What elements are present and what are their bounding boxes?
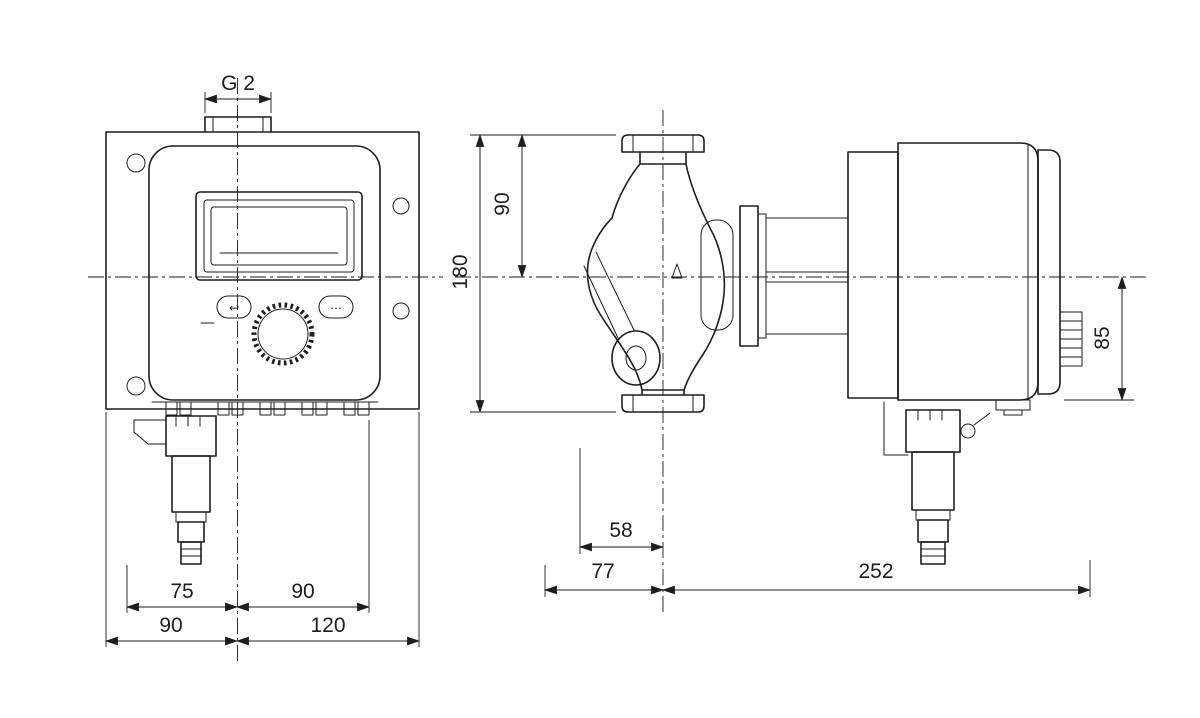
motor-foot [1003, 409, 1023, 416]
vent-screw [960, 423, 976, 439]
drain-boss [611, 330, 661, 386]
dim-label-75: 75 [170, 580, 193, 603]
flow-direction-arrow [671, 263, 683, 279]
mounting-hole [392, 197, 410, 215]
menu-button: ⋯ [318, 295, 354, 319]
back-plate [105, 131, 420, 410]
plug-thread [180, 541, 202, 565]
control-knob [251, 302, 315, 366]
pipe-port-top [204, 116, 272, 133]
motor-foot [995, 399, 1031, 411]
pipe-flange-bottom [621, 389, 705, 413]
dim-label-90-outer: 90 [159, 614, 182, 637]
dim-label-g2: G 2 [221, 72, 255, 95]
dim-label-58: 58 [609, 519, 632, 542]
dim-label-90-inner: 90 [291, 580, 314, 603]
terminal-block [273, 401, 286, 416]
plug-bracket [133, 419, 167, 445]
dim-label-252: 252 [858, 560, 893, 583]
terminal-block [343, 401, 356, 416]
motor-housing [847, 142, 1083, 416]
pipe-flange-top [621, 134, 705, 165]
terminal-block [179, 401, 192, 416]
drain-port [625, 345, 647, 371]
knob-serration [251, 302, 315, 366]
dim-label-90-side: 90 [491, 192, 514, 215]
power-plug-side [883, 401, 991, 565]
dimension-annotations-side: 180 90 85 58 77 252 [449, 133, 1134, 597]
back-button: ↩ [216, 295, 252, 319]
power-plug-front [133, 415, 217, 565]
motor-end-cap [1037, 149, 1061, 395]
terminal-block [231, 401, 244, 416]
front-view: ↩ ⋯ [88, 78, 443, 662]
plug-bracket [883, 401, 909, 456]
connector-ribs [1059, 311, 1083, 367]
side-view [455, 110, 1148, 612]
menu-icon: ⋯ [330, 301, 342, 315]
terminal-block [315, 401, 328, 416]
dimension-annotations-front: G 2 75 90 90 120 [104, 72, 421, 647]
back-icon: ↩ [229, 301, 239, 315]
dim-label-120: 120 [310, 614, 345, 637]
terminal-block [301, 401, 314, 416]
cartridge-edge [700, 219, 734, 331]
pump-volute [583, 163, 734, 391]
stator-band [847, 151, 899, 399]
front-panel [148, 145, 381, 401]
motor-body [897, 142, 1039, 401]
terminal-block [217, 401, 230, 416]
plug-thread [920, 541, 946, 565]
mounting-hole [392, 302, 410, 320]
display [195, 191, 363, 281]
dim-label-77: 77 [591, 560, 614, 583]
mounting-hole [126, 153, 146, 173]
terminal-block [259, 401, 272, 416]
volute-strut [583, 251, 635, 339]
terminal-block [165, 401, 178, 416]
terminal-block [357, 401, 370, 416]
terminal-strip [151, 401, 379, 416]
dim-label-85: 85 [1091, 326, 1114, 349]
dim-label-180: 180 [449, 254, 472, 289]
motor-flange [739, 205, 849, 347]
mounting-hole [126, 376, 146, 396]
